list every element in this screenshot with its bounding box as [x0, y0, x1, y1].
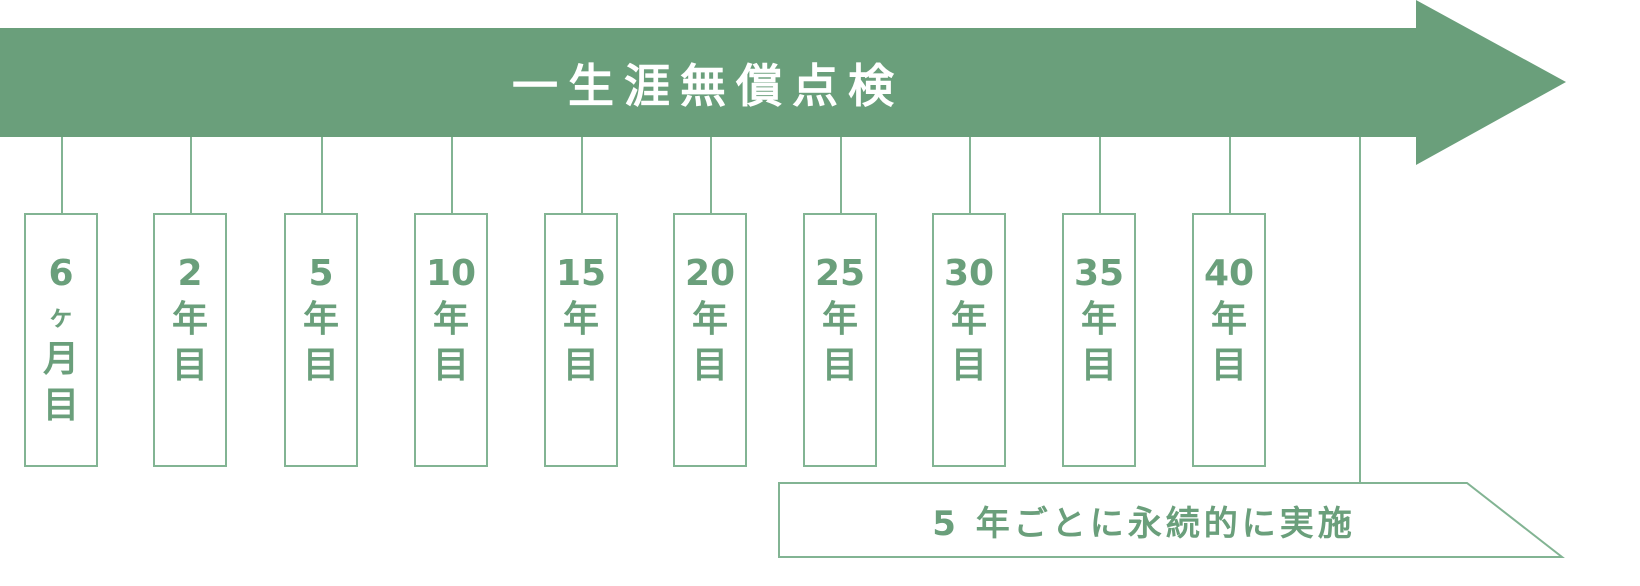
milestone-label-part: 月 — [42, 339, 79, 380]
milestone-box: 25 年目 — [803, 213, 877, 467]
milestone-label-part: 目 — [950, 345, 987, 386]
milestone-label-part: 2 — [177, 253, 203, 294]
milestone-box: 6 ヶ月目 — [24, 213, 98, 467]
milestone-label-part: 目 — [302, 345, 339, 386]
milestone-label-part: 目 — [562, 345, 599, 386]
milestone-label-part: 目 — [171, 345, 208, 386]
timeline-arrow — [0, 0, 1566, 165]
timeline-title: 一生涯無償点検 — [512, 58, 904, 113]
milestone-label-part: 年 — [1210, 299, 1247, 340]
milestone-box: 40 年目 — [1192, 213, 1266, 467]
milestone-box: 5 年目 — [284, 213, 358, 467]
milestone-label-part: 目 — [1210, 345, 1247, 386]
continuation-text: 5 年ごとに永続的に実施 — [932, 504, 1356, 544]
continuation-banner — [778, 482, 1565, 558]
milestone-label-part: 6 — [48, 253, 74, 294]
milestone-box: 2 年目 — [153, 213, 227, 467]
milestone-label-part: 目 — [432, 345, 469, 386]
milestone-label-part: 5 — [308, 253, 334, 294]
milestone-label-part: 目 — [1080, 345, 1117, 386]
milestone-label-part: 30 — [943, 253, 995, 294]
milestone-label-part: 年 — [950, 299, 987, 340]
milestone-label-part: 目 — [821, 345, 858, 386]
milestone-box: 35 年目 — [1062, 213, 1136, 467]
milestone-label-part: 15 — [555, 253, 607, 294]
milestone-label-part: 年 — [562, 299, 599, 340]
milestone-label-part: ヶ — [47, 302, 74, 332]
milestone-box: 30 年目 — [932, 213, 1006, 467]
milestone-box: 20 年目 — [673, 213, 747, 467]
milestone-label-part: 20 — [684, 253, 736, 294]
milestone-label-part: 25 — [814, 253, 866, 294]
milestone-label-part: 年 — [432, 299, 469, 340]
milestone-label-part: 年 — [1080, 299, 1117, 340]
milestone-label-part: 年 — [691, 299, 728, 340]
milestone-label-part: 年 — [302, 299, 339, 340]
milestone-box: 15 年目 — [544, 213, 618, 467]
milestone-label-part: 10 — [425, 253, 477, 294]
milestone-label-part: 35 — [1073, 253, 1125, 294]
milestone-label-part: 40 — [1203, 253, 1255, 294]
milestone-label-part: 目 — [691, 345, 728, 386]
milestone-box: 10 年目 — [414, 213, 488, 467]
milestone-label-part: 年 — [171, 299, 208, 340]
milestone-label-part: 目 — [42, 385, 79, 426]
milestone-label-part: 年 — [821, 299, 858, 340]
